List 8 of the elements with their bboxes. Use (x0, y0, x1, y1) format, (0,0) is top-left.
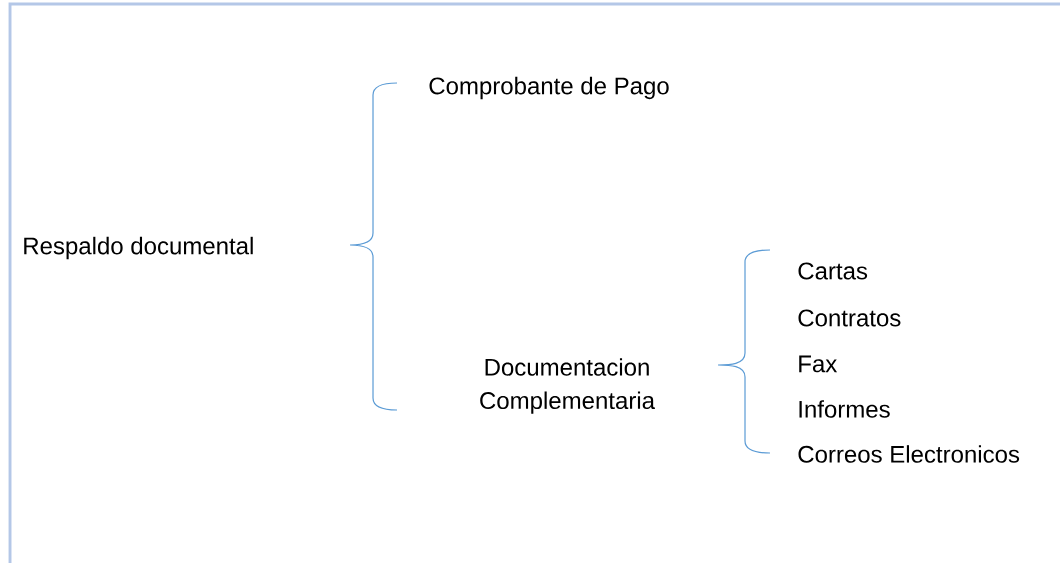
label-text: Comprobante de Pago (429, 76, 669, 100)
label-text: Documentacion Complementaria (480, 358, 655, 414)
label-text: Respaldo documental (24, 236, 253, 260)
label-text: Fax (799, 355, 838, 373)
label-text: Informes (799, 400, 890, 418)
label-text: Contratos (798, 309, 901, 327)
label-text: Cartas (798, 262, 868, 280)
label-text: Correos Electronicos (798, 445, 1020, 463)
